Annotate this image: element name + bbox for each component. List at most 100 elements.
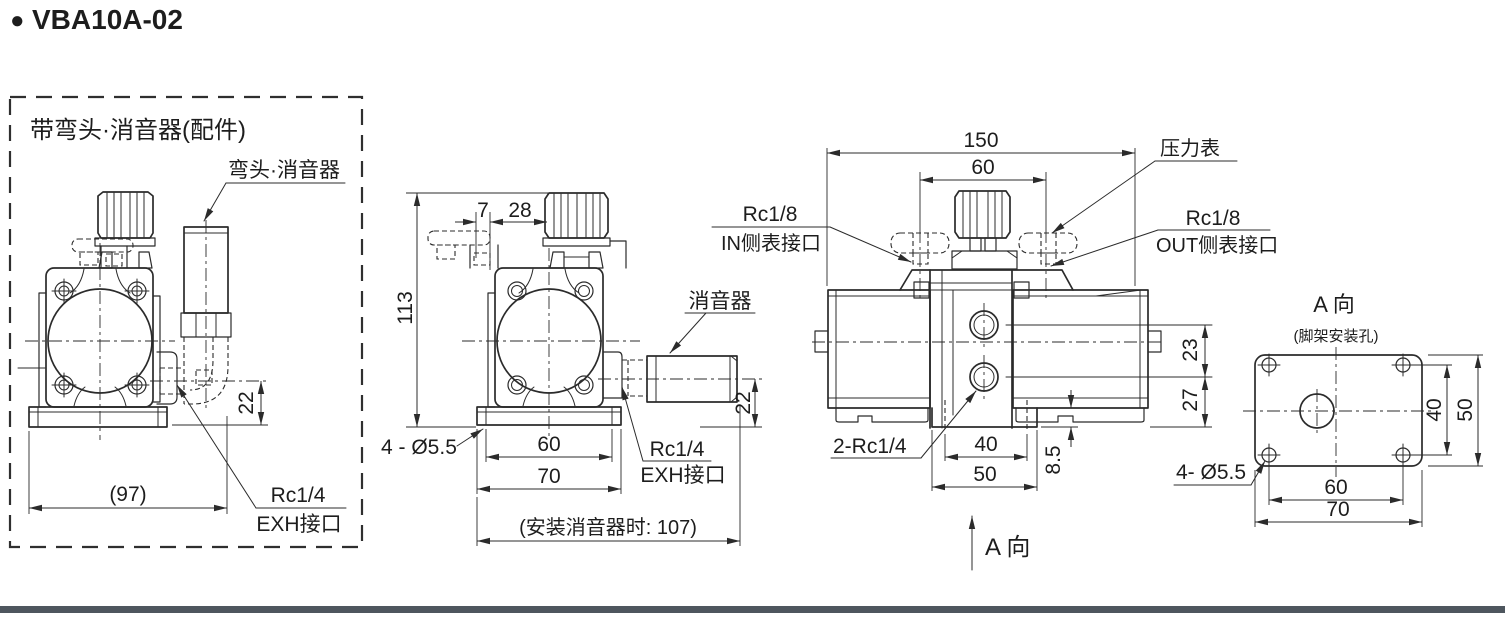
accessory-box-border [8, 95, 364, 549]
elbow-silencer-leader-arrow [203, 182, 227, 222]
dim-60-side: 60 [919, 156, 1047, 298]
foot-right [1015, 407, 1145, 423]
base-plate-left [28, 406, 168, 428]
gauge-label: 压力表 [1051, 137, 1238, 234]
dim-85: 8.5 [1041, 390, 1078, 475]
dim-40-aview-label: 40 [1423, 398, 1446, 421]
dim-22-front-label: 22 [732, 391, 755, 414]
accessory-box-title: 带弯头·消音器(配件) [30, 117, 246, 144]
bolt-left-tr [124, 278, 150, 304]
valve-body-side [812, 269, 1213, 432]
dim-97-label: (97) [109, 483, 146, 506]
dim-50-side-label: 50 [973, 463, 996, 486]
t-handle-left [71, 238, 134, 269]
regulator-body-left [38, 267, 161, 408]
dim-22-label: 22 [235, 391, 258, 414]
page-title: VBA10A-02 [32, 4, 183, 35]
front-view: 113 7 28 22 60 70 (安装消音器时: 107) [381, 192, 762, 546]
exh-port-label-front: Rc1/4 EXH接口 [621, 386, 726, 487]
bullet-icon: ● [10, 7, 25, 34]
dim-70-front: 70 [476, 429, 622, 494]
wing-nut-out [1018, 232, 1078, 265]
dim-70-aview-label: 70 [1326, 498, 1349, 521]
dim-50-aview-label: 50 [1454, 398, 1477, 421]
mounting-plate [1254, 354, 1423, 467]
in-chamber [827, 289, 931, 409]
dim-60-side-label: 60 [971, 156, 994, 179]
in-port-label: Rc1/8 IN侧表接口 [711, 203, 912, 263]
regulator-body-front [487, 267, 604, 408]
dim-28-label: 28 [508, 199, 531, 222]
dim-50-side: 50 [931, 430, 1038, 491]
accessory-view: 带弯头·消音器(配件) 弯头·消音器 [8, 95, 364, 549]
dim-40-aview: 40 [1412, 364, 1452, 456]
t-handle-front [427, 230, 627, 269]
footer-divider-bar [0, 606, 1505, 613]
out-port-text: OUT侧表接口 [1156, 234, 1278, 257]
dim-85-label: 8.5 [1042, 445, 1065, 474]
dim-7-28: 7 28 [455, 199, 547, 270]
dim-107-label: (安装消音器时: 107) [519, 516, 697, 539]
exh-thread-label: Rc1/4 [271, 484, 326, 507]
silencer-assembly-front [602, 351, 738, 403]
side-view: 150 60 [711, 129, 1278, 571]
foot-left [835, 407, 929, 423]
dim-27-label: 27 [1179, 388, 1202, 411]
dim-40-side-label: 40 [974, 433, 997, 456]
dim-60-aview: 60 [1268, 462, 1404, 505]
out-thread-text: Rc1/8 [1186, 207, 1241, 230]
bolt-front-br [574, 375, 594, 395]
ports-label: 2-Rc1/4 [830, 390, 977, 459]
in-thread-text: Rc1/8 [743, 203, 798, 226]
regulator-knob-front [542, 192, 611, 269]
mount-holes-label-front: 4 - Ø5.5 [381, 428, 484, 459]
bolt-front-tr [574, 281, 594, 301]
dim-107: (安装消音器时: 107) [476, 406, 741, 546]
pedestal [931, 407, 1038, 428]
silencer-label-front: 消音器 [669, 290, 756, 354]
a-direction-arrow: A 向 [968, 515, 1030, 571]
out-port-label: Rc1/8 OUT侧表接口 [1050, 207, 1278, 267]
dim-60-front: 60 [485, 429, 613, 462]
bolt-front-tl [507, 281, 527, 301]
plate-hole-tr [1391, 353, 1415, 377]
out-chamber [1012, 289, 1149, 409]
bolt-left-tl [51, 278, 77, 304]
silencer-text-front: 消音器 [689, 290, 752, 313]
dim-150: 150 [826, 129, 1136, 286]
exh-port-label-accessory: Rc1/4 EXH接口 [176, 384, 347, 536]
exh-bracket [156, 351, 178, 405]
a-view: A 向 (脚架安装孔) 40 50 60 70 4- Ø [1173, 292, 1483, 527]
dim-97: (97) [28, 416, 228, 514]
ports-text: 2-Rc1/4 [833, 435, 907, 458]
dim-23-label: 23 [1179, 338, 1202, 361]
exh-port-label: EXH接口 [256, 513, 341, 536]
page-header: ● VBA10A-02 [10, 4, 183, 35]
dim-40-side: 40 [944, 433, 1028, 461]
dim-22-front: 22 [700, 379, 762, 428]
wing-nut-in [890, 232, 950, 265]
silencer-hex-nut [180, 312, 232, 338]
regulator-knob-left [94, 191, 156, 247]
bolt-left-bl [51, 372, 77, 398]
gauge-text: 压力表 [1160, 137, 1220, 160]
centerlines-a-view [1243, 347, 1434, 477]
holes-label-aview: 4- Ø5.5 [1173, 460, 1266, 486]
exh-port-front: EXH接口 [640, 464, 725, 487]
dim-50-aview: 50 [1428, 354, 1483, 467]
dim-70-front-label: 70 [537, 465, 560, 488]
a-direction-label: A 向 [985, 534, 1030, 561]
elbow-silencer-label: 弯头·消音器 [228, 159, 340, 182]
bolt-front-bl [507, 375, 527, 395]
elbow-silencer-assembly [150, 220, 268, 412]
dim-113-label: 113 [394, 291, 417, 324]
dim-70-aview: 70 [1254, 470, 1423, 527]
mount-holes-text-front: 4 - Ø5.5 [381, 436, 457, 459]
in-port-text: IN侧表接口 [721, 232, 821, 255]
a-view-title: A 向 [1313, 292, 1355, 317]
plate-hole-tl [1257, 353, 1281, 377]
a-view-subtitle: (脚架安装孔) [1294, 328, 1379, 345]
exh-boss [602, 351, 623, 399]
